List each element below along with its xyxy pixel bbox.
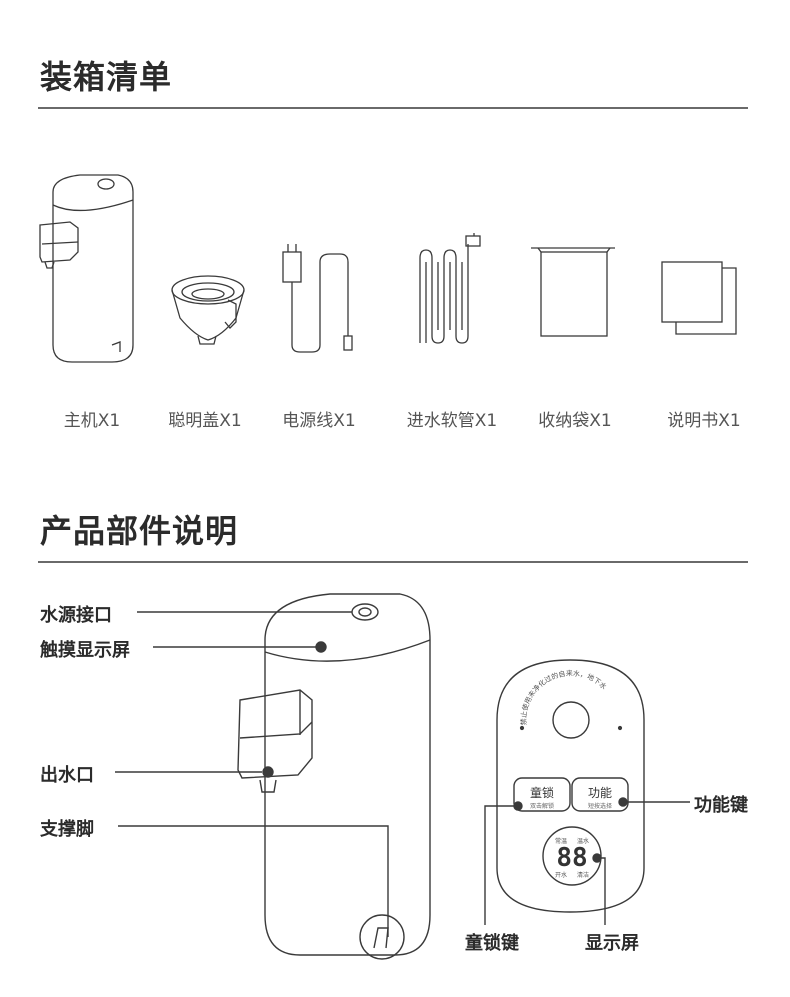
function-label: 功能 (588, 786, 612, 800)
dispenser-diagram (115, 593, 690, 960)
section-divider (38, 561, 748, 563)
item-label-smart-cap: 聪明盖X1 (168, 411, 242, 431)
display-digits: 88 (556, 843, 587, 873)
packing-list-title: 装箱清单 (40, 58, 173, 96)
function-sub: 短按选择 (588, 802, 612, 810)
child-lock-label: 童锁 (530, 785, 554, 800)
panel-warning-text: 禁止使用未净化过的自来水，地下水 (519, 669, 609, 726)
item-label-inlet-hose: 进水软管X1 (406, 411, 498, 431)
callout-water-outlet: 出水口 (40, 765, 94, 786)
power-cord-icon (282, 244, 353, 353)
callout-function-key: 功能键 (694, 795, 748, 816)
item-label-power-cord: 电源线X1 (282, 411, 356, 431)
manual-icon (661, 261, 737, 335)
item-label-manual: 说明书X1 (667, 411, 741, 431)
inlet-hose-icon (419, 233, 481, 344)
callout-water-inlet: 水源接口 (40, 605, 112, 626)
item-label-storage-bag: 收纳袋X1 (538, 411, 612, 431)
item-label-main-unit: 主机X1 (63, 411, 121, 431)
callout-child-lock-key: 童锁键 (465, 933, 519, 954)
indicator-bottom-right: 清洁 (577, 871, 589, 879)
callout-support-foot: 支撑脚 (40, 819, 94, 840)
callout-display-screen: 显示屏 (585, 933, 639, 954)
indicator-top-left: 常温 (555, 837, 567, 845)
section-divider (38, 107, 748, 109)
child-lock-sub: 双击解锁 (530, 802, 554, 810)
indicator-top-right: 温水 (577, 837, 589, 845)
indicator-bottom-left: 开水 (555, 871, 567, 879)
smart-cap-icon (171, 275, 245, 345)
callout-touch-display: 触摸显示屏 (40, 640, 130, 661)
dispenser-icon (39, 174, 134, 363)
parts-title: 产品部件说明 (40, 512, 239, 550)
storage-bag-icon (531, 247, 615, 337)
